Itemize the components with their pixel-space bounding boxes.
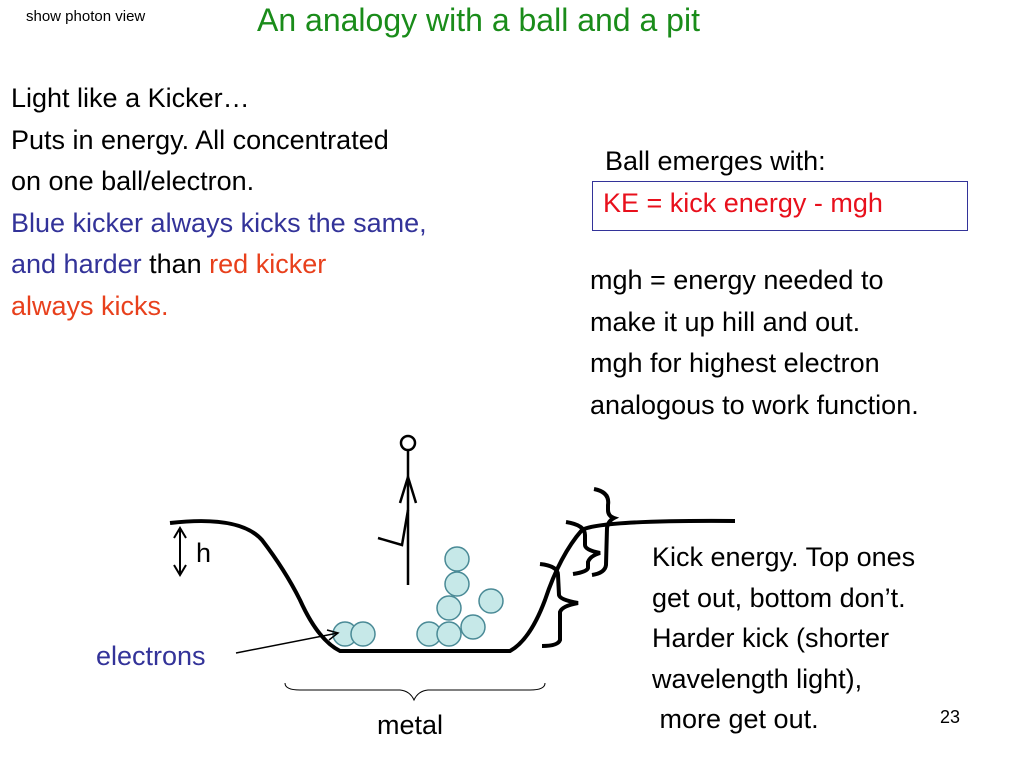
kick-energy-explanation: Kick energy. Top ones get out, bottom do… — [652, 537, 915, 740]
kick-line-3: Harder kick (shorter — [652, 623, 890, 653]
electron — [478, 588, 504, 614]
metal-label: metal — [377, 710, 444, 740]
electrons — [332, 546, 504, 647]
electron — [444, 546, 470, 572]
electron — [350, 621, 376, 647]
kicker-line-4: Blue kicker always kicks the same, — [11, 207, 427, 238]
than-word: than — [141, 249, 210, 279]
energy-brackets — [539, 487, 620, 648]
electron — [444, 571, 470, 597]
electron — [436, 595, 462, 621]
kicker-line-6: always kicks. — [11, 290, 169, 321]
page-number: 23 — [940, 707, 961, 727]
kick-line-5: more get out. — [652, 704, 819, 734]
ke-formula-box: KE = kick energy - mgh — [592, 181, 968, 231]
kick-energy-bracket-middle — [565, 520, 601, 576]
ke-formula: KE = kick energy - mgh — [603, 188, 883, 218]
electron — [460, 614, 486, 640]
slide-title: An analogy with a ball and a pit — [257, 2, 700, 38]
red-kicker-phrase: red kicker — [209, 249, 327, 279]
mgh-line-1: mgh = energy needed to — [590, 265, 884, 295]
show-photon-view-link[interactable]: show photon view — [26, 8, 146, 25]
mgh-line-2: make it up hill and out. — [590, 306, 861, 337]
height-label: h — [196, 538, 212, 568]
pit-outline — [169, 518, 736, 653]
height-arrow — [173, 526, 187, 577]
kick-line-4: wavelength light), — [652, 663, 863, 694]
ball-emerges-heading: Ball emerges with: — [605, 146, 826, 176]
electron — [436, 621, 462, 647]
kick-line-1: Kick energy. Top ones — [652, 542, 916, 572]
kicker-line-2: Puts in energy. All concentrated — [11, 124, 389, 155]
kicker-figure — [377, 434, 418, 585]
electrons-arrow — [235, 629, 340, 654]
kick-energy-bracket-bottom — [539, 562, 579, 648]
kick-line-2: get out, bottom don’t. — [652, 582, 906, 613]
mgh-line-3: mgh for highest electron — [590, 348, 880, 378]
mgh-line-4: analogous to work function. — [590, 389, 919, 420]
kicker-explanation: Light like a Kicker… Puts in energy. All… — [11, 78, 427, 327]
metal-brace — [284, 682, 546, 702]
kick-energy-bracket-top — [591, 487, 620, 577]
kicker-line-3: on one ball/electron. — [11, 166, 255, 196]
electrons-label: electrons — [96, 641, 206, 671]
kicker-head — [399, 434, 417, 452]
harder-phrase: and harder — [11, 249, 142, 279]
kicker-line-5: and harder than red kicker — [11, 244, 427, 286]
kicker-line-1: Light like a Kicker… — [11, 83, 250, 113]
mgh-explanation: mgh = energy needed to make it up hill a… — [590, 260, 919, 426]
